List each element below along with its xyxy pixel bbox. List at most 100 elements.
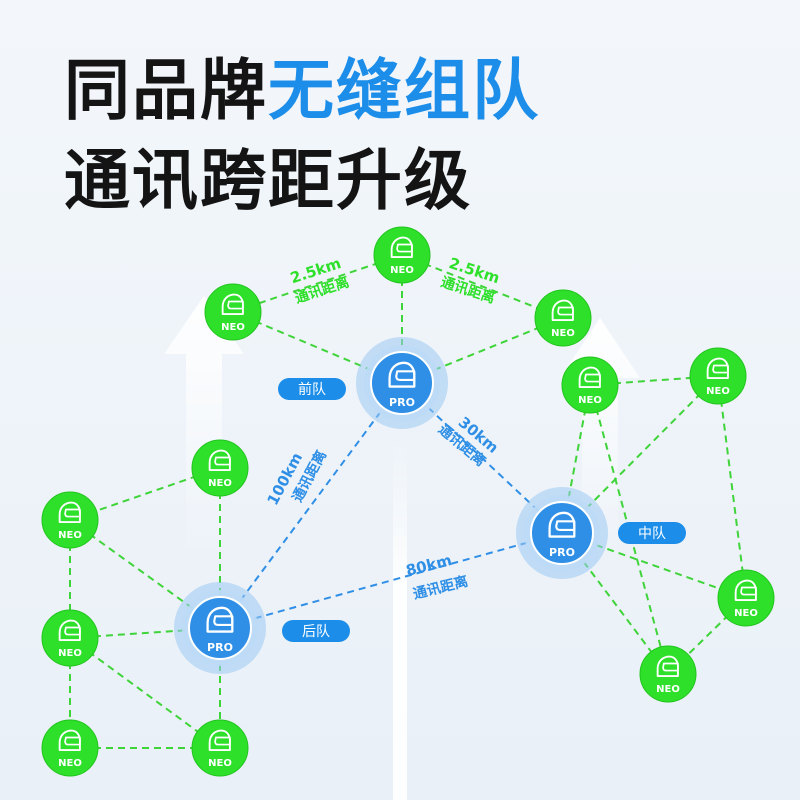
helmet-visor — [214, 456, 231, 466]
team-tag-label: 前队 — [298, 381, 326, 398]
team-tag-front: 前队 — [278, 378, 346, 400]
link-line-green — [589, 375, 719, 386]
team-tag-pill — [282, 620, 350, 642]
link-line-green — [561, 532, 747, 599]
pro-helmet-node: PRO — [530, 501, 594, 565]
pro-node-label: PRO — [549, 546, 575, 559]
helmet-visor — [227, 300, 244, 310]
neo-node-circle — [373, 226, 431, 284]
helmet-icon — [656, 655, 679, 677]
link-line-green — [69, 519, 221, 629]
helmet-visor — [64, 626, 81, 636]
team-tag-pill — [618, 522, 686, 544]
link-caption: 通讯距离 — [411, 573, 469, 603]
pro-helmet-node: PRO — [188, 596, 252, 660]
neo-node-circle — [41, 491, 99, 549]
helmet-icon — [551, 299, 574, 321]
team-tag-label: 中队 — [638, 526, 666, 542]
helmet-icon — [706, 357, 729, 379]
helmet-icon — [208, 449, 231, 471]
neo-helmet-node: NEO — [639, 645, 697, 703]
neo-node-label: NEO — [58, 648, 82, 659]
link-line-green — [232, 311, 403, 384]
neo-node-label: NEO — [208, 758, 232, 769]
team-tag-middle: 中队 — [618, 522, 686, 544]
headline-line-2: 通讯跨距升级 — [64, 142, 472, 219]
neo-node-label: NEO — [58, 530, 82, 541]
neo-node-circle — [717, 569, 775, 627]
neo-node-circle — [534, 289, 592, 347]
helmet-visor — [557, 306, 574, 316]
neo-node-label: NEO — [706, 386, 730, 397]
helmet-visor — [64, 508, 81, 518]
neo-helmet-node: NEO — [41, 491, 99, 549]
helmet-icon — [221, 293, 244, 315]
headline-brand-text: 同品牌 — [64, 52, 268, 129]
helmet-visor — [555, 520, 576, 531]
helmet-visor — [395, 370, 416, 381]
helmet-visor — [396, 243, 413, 253]
neo-helmet-node: NEO — [191, 719, 249, 777]
link-line-green — [401, 254, 564, 319]
link-line-blue — [219, 382, 403, 629]
helmet-visor — [740, 586, 757, 596]
neo-node-label: NEO — [734, 608, 758, 619]
road-arrow-right — [560, 318, 640, 560]
helmet-icon — [208, 729, 231, 751]
neo-node-label: NEO — [221, 322, 245, 333]
helmet-visor — [64, 736, 81, 746]
neo-helmet-node: NEO — [191, 439, 249, 497]
helmet-icon — [548, 511, 576, 538]
neo-node-circle — [689, 347, 747, 405]
team-tag-rear: 后队 — [282, 620, 350, 642]
pro-node-label: PRO — [389, 396, 415, 409]
pro-node-circle — [370, 351, 434, 415]
helmet-icon — [578, 366, 601, 388]
helmet-icon — [734, 579, 757, 601]
neo-helmet-node: NEO — [204, 283, 262, 341]
neo-node-label: NEO — [656, 684, 680, 695]
neo-node-circle — [204, 283, 262, 341]
helmet-visor — [712, 364, 729, 374]
neo-node-label: NEO — [208, 478, 232, 489]
neo-node-circle — [191, 439, 249, 497]
team-tag-pill — [278, 378, 346, 400]
neo-node-label: NEO — [390, 265, 414, 276]
link-line-green — [717, 375, 747, 599]
team-tag-label: 后队 — [302, 624, 330, 640]
helmet-visor — [214, 736, 231, 746]
pro-node-circle — [188, 596, 252, 660]
pro-node-circle — [530, 501, 594, 565]
helmet-icon — [58, 501, 81, 523]
neo-node-circle — [41, 609, 99, 667]
neo-node-circle — [639, 645, 697, 703]
helmet-icon — [206, 606, 234, 633]
link-line-green — [232, 254, 403, 313]
neo-helmet-node: NEO — [717, 569, 775, 627]
helmet-icon — [58, 619, 81, 641]
helmet-visor — [662, 662, 679, 672]
road-center-line — [393, 440, 407, 800]
neo-helmet-node: NEO — [373, 226, 431, 284]
link-distance: 80km — [404, 551, 453, 580]
helmet-visor — [584, 373, 601, 383]
headline-line-1: 同品牌无缝组队 — [64, 58, 540, 124]
neo-helmet-node: NEO — [534, 289, 592, 347]
road-arrows — [164, 296, 640, 800]
link-line-blue — [219, 532, 563, 629]
road-arrow-left — [164, 296, 244, 560]
headline-accent-text: 无缝组队 — [268, 52, 540, 129]
helmet-visor — [213, 615, 234, 626]
neo-helmet-node: NEO — [561, 356, 619, 414]
helmet-icon — [390, 236, 413, 258]
neo-node-circle — [41, 719, 99, 777]
neo-node-label: NEO — [551, 328, 575, 339]
